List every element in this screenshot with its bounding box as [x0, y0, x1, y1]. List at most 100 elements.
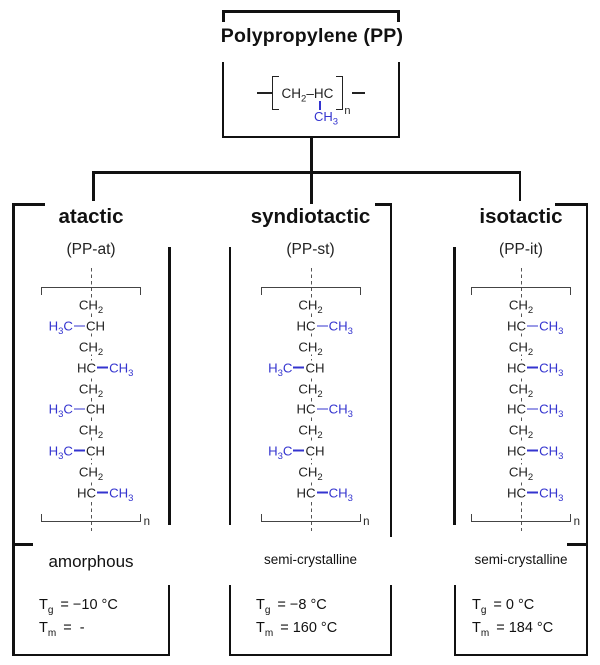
chain-n-subscript: n — [143, 516, 150, 528]
chain-unit-ch2: CH2 — [296, 464, 325, 483]
methyl-bond-line — [527, 325, 539, 327]
section-title: isotactic — [479, 205, 563, 228]
tm-subscript: m — [47, 627, 57, 639]
section-title: atactic — [58, 205, 124, 228]
diagram-title: Polypropylene (PP) — [220, 25, 404, 47]
outer-right-bracket-line — [585, 203, 588, 656]
chain-unit-ch2: CH2 — [296, 422, 325, 442]
bond-line-right — [352, 92, 366, 94]
morphology-label: amorphous — [48, 552, 134, 571]
methyl-bond-line — [316, 325, 328, 327]
tg-subscript: g — [480, 604, 487, 616]
branch-line-syndiotactic — [310, 171, 313, 204]
thermal-box: Tg= 0 °C Tm= 184 °C — [454, 585, 588, 656]
methyl-bond-line — [319, 101, 321, 110]
close-bracket-icon — [336, 76, 344, 110]
section-abbreviation: (PP-at) — [66, 241, 116, 258]
root-top-bracket-line — [222, 10, 400, 13]
chain-unit-ch2: CH2 — [76, 464, 106, 483]
chain-unit-ch2: CH2 — [76, 422, 106, 442]
syndiotactic-right-bracket-line — [389, 203, 392, 537]
tm-subscript: m — [264, 627, 274, 639]
chain-unit-ch2: CH2 — [76, 297, 106, 317]
tg-row: Tg= −10 °C — [14, 594, 168, 617]
tm-symbol: T — [472, 620, 481, 636]
tg-subscript: g — [264, 604, 271, 616]
branch-line-isotactic — [518, 171, 521, 201]
root-top-bracket-tick-left — [222, 10, 225, 22]
tg-value: = −8 °C — [277, 597, 327, 613]
chain-top-bracket — [471, 287, 571, 295]
chain-unit-ch2: CH2 — [506, 422, 536, 442]
chain-n-subscript: n — [363, 516, 370, 528]
methyl-bond-line — [316, 491, 328, 494]
methyl-bond-line — [527, 449, 539, 452]
chain-bottom-bracket: n — [260, 514, 370, 528]
branch-line-atactic — [92, 171, 95, 201]
methyl-bond-line — [73, 408, 85, 410]
tm-subscript: m — [480, 627, 490, 639]
tg-subscript: g — [47, 604, 54, 616]
formula-backbone: CH2–HC — [281, 85, 334, 105]
methyl-bond-line — [316, 408, 328, 410]
tm-row: Tm = 160 °C — [231, 617, 390, 640]
tree-connector-line — [92, 171, 521, 174]
formula-methyl-group: CH3 — [314, 109, 339, 128]
chain-unit-ch2: CH2 — [506, 339, 536, 359]
tg-value: = −10 °C — [60, 597, 118, 613]
tg-value: = 0 °C — [493, 597, 535, 613]
methyl-bond-line — [527, 366, 539, 369]
formula-n-subscript: n — [344, 105, 351, 117]
root-top-bracket-tick-right — [397, 10, 400, 22]
chain-unit-ch2: CH2 — [506, 297, 536, 317]
outer-left-bracket-top-tick — [12, 203, 45, 206]
open-bracket-icon — [271, 76, 279, 110]
tg-row: Tg = −8 °C — [231, 594, 390, 617]
tm-symbol: T — [256, 620, 265, 636]
tm-value: = - — [63, 620, 85, 636]
chain-top-bracket — [41, 287, 141, 295]
tm-value: = 160 °C — [280, 620, 338, 636]
chain-n-subscript: n — [573, 516, 580, 528]
morphology-label: semi-crystalline — [474, 552, 568, 567]
chain-unit-ch2: CH2 — [296, 339, 325, 359]
chain-unit-ch2: CH2 — [296, 297, 325, 317]
chain-unit-ch2: CH2 — [506, 464, 536, 483]
methyl-bond-line — [527, 408, 539, 410]
syndiotactic-right-bracket-tick — [375, 203, 392, 206]
chain-unit-ch2: CH2 — [506, 381, 536, 400]
tg-symbol: T — [256, 597, 265, 613]
chain-bottom-bracket: n — [41, 514, 150, 528]
tg-symbol: T — [472, 597, 481, 613]
section-abbreviation: (PP-it) — [499, 241, 543, 258]
bond-line-left — [256, 92, 272, 94]
thermal-box: Tg= −10 °C Tm= - — [12, 585, 170, 656]
section-title: syndiotactic — [250, 205, 371, 228]
tm-symbol: T — [39, 620, 48, 636]
chain-axis-dashed-line — [521, 268, 523, 531]
divider-syndiotactic-left — [228, 247, 231, 525]
chain-unit-ch2: CH2 — [296, 381, 325, 400]
chain-top-bracket — [260, 287, 361, 295]
morphology-label: semi-crystalline — [263, 552, 358, 567]
